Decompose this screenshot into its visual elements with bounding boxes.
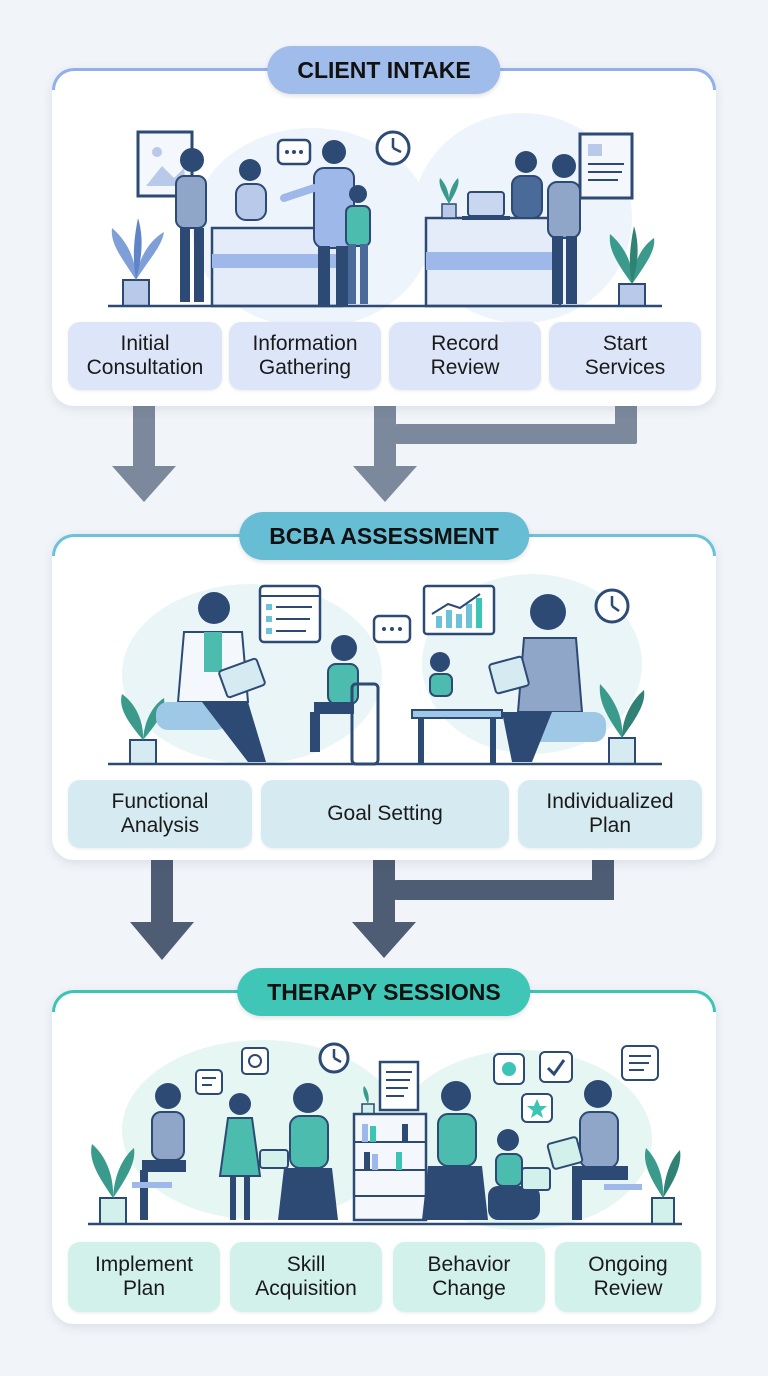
arrow-intake-to-assessment <box>112 404 637 502</box>
checkmark-icon <box>539 1051 573 1083</box>
form-screen-icon <box>258 584 322 644</box>
chat-bubble-icon <box>493 1053 525 1085</box>
tablet-icon <box>521 1167 551 1191</box>
therapist-figure <box>422 1081 488 1220</box>
step-initial-consultation: Initial Consultation <box>68 322 222 390</box>
staff-figure <box>511 151 543 219</box>
step-start-services: Start Services <box>549 322 701 390</box>
chat-bubble-icon <box>621 1045 659 1081</box>
clock-icon <box>318 1042 350 1074</box>
step-ongoing-review: Ongoing Review <box>555 1242 701 1312</box>
chat-bubble-icon <box>372 614 412 644</box>
clipboard-icon <box>546 1136 584 1170</box>
bookshelf-icon <box>352 1112 428 1222</box>
toddler-figure <box>411 652 503 764</box>
clinician-figure <box>156 592 266 762</box>
step-implement-plan: Implement Plan <box>68 1242 220 1312</box>
arrow-assessment-to-therapy <box>130 860 614 960</box>
document-board-icon <box>578 132 634 200</box>
step-functional-analysis: Functional Analysis <box>68 780 252 848</box>
stage-title-therapy-sessions: THERAPY SESSIONS <box>237 968 531 1016</box>
plant-icon <box>644 1148 681 1225</box>
plant-icon <box>599 684 645 765</box>
chat-bubble-icon <box>241 1047 269 1075</box>
parent-figure <box>280 140 355 306</box>
therapy-illustration <box>88 1040 682 1230</box>
assessment-illustration <box>108 574 662 766</box>
receptionist-figure <box>235 159 267 221</box>
step-behavior-change: Behavior Change <box>393 1242 545 1312</box>
therapist-figure <box>488 594 606 762</box>
woman-with-folder-figure <box>175 148 207 302</box>
child-figure <box>345 185 371 304</box>
plant-icon <box>111 218 164 307</box>
stage-title-bcba-assessment: BCBA ASSESSMENT <box>239 512 529 560</box>
clipboard-icon <box>218 657 266 699</box>
plant-icon <box>121 694 165 765</box>
star-icon <box>521 1093 553 1123</box>
child-figure <box>310 635 380 766</box>
therapist-figure <box>546 1080 642 1220</box>
stage-title-client-intake: CLIENT INTAKE <box>267 46 501 94</box>
step-individualized-plan: Individualized Plan <box>518 780 702 848</box>
clock-icon <box>594 588 630 624</box>
tablet-icon <box>259 1149 289 1169</box>
table <box>411 709 503 719</box>
therapist-figure <box>259 1083 338 1220</box>
stage-panel-bcba-assessment: Functional Analysis Goal Setting Individ… <box>52 534 716 860</box>
step-information-gathering: Information Gathering <box>229 322 381 390</box>
plant-icon <box>439 178 459 219</box>
child-figure <box>218 1093 262 1220</box>
laptop-icon <box>462 191 510 220</box>
document-board-icon <box>378 1060 420 1112</box>
staff-figure <box>547 154 581 304</box>
stage-panel-therapy-sessions: Implement Plan Skill Acquisition Behavio… <box>52 990 716 1324</box>
chat-bubble-icon <box>195 1069 223 1095</box>
stage-panel-client-intake: Initial Consultation Information Gatheri… <box>52 68 716 406</box>
plant-icon <box>91 1144 135 1225</box>
clipboard-icon <box>488 655 530 695</box>
chat-bubble-icon <box>276 138 312 166</box>
intake-illustration <box>108 113 662 328</box>
clock-icon <box>375 130 411 166</box>
chart-board-icon <box>422 584 496 636</box>
therapist-figure <box>132 1083 186 1220</box>
step-record-review: Record Review <box>389 322 541 390</box>
plant-icon <box>609 226 655 307</box>
step-goal-setting: Goal Setting <box>261 780 509 848</box>
child-figure <box>488 1129 551 1220</box>
step-skill-acquisition: Skill Acquisition <box>230 1242 382 1312</box>
